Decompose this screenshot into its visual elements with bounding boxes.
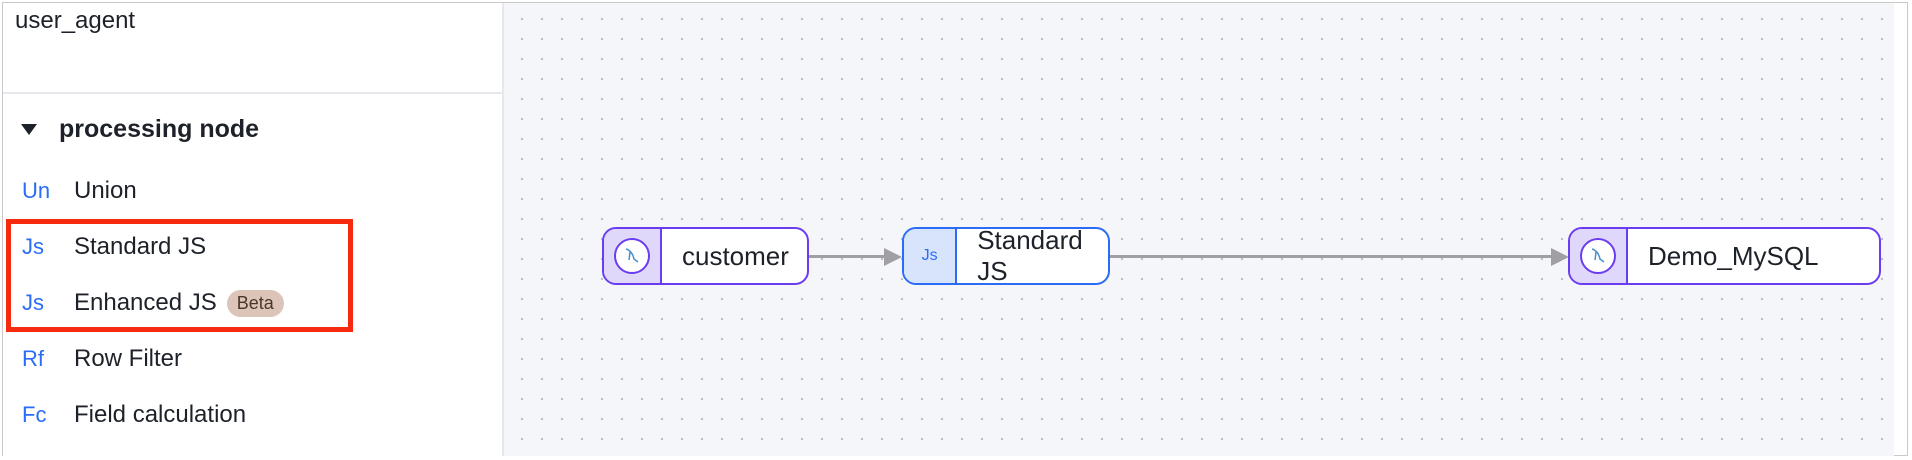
item-label: Field calculation [74, 401, 247, 428]
field-calc-icon: Fc [22, 402, 47, 427]
edge-customer-to-js [809, 255, 885, 258]
item-label: Union [74, 177, 137, 204]
palette-item-field-calculation[interactable]: Fc Field calculation [22, 395, 246, 435]
item-label: Enhanced JS [74, 289, 217, 316]
node-demo-mysql[interactable]: Demo_MySQL [1568, 227, 1881, 285]
node-palette-sidebar: user_agent processing node Un Union Js Sta… [3, 3, 504, 456]
node-label: Standard JS [977, 227, 1083, 285]
arrowhead-icon [1551, 248, 1569, 266]
caret-down-icon [21, 124, 37, 135]
mysql-dolphin-icon [1580, 238, 1616, 274]
node-standard-js[interactable]: Js Standard JS [902, 227, 1110, 285]
js-icon: Js [22, 234, 44, 259]
field-display: user_agent [3, 3, 502, 94]
union-icon: Un [22, 178, 51, 203]
node-customer[interactable]: customer [602, 227, 809, 285]
edge-js-to-demo [1110, 255, 1552, 258]
beta-badge: Beta [226, 289, 284, 317]
item-label: Row Filter [74, 345, 183, 372]
highlight-box [6, 219, 353, 332]
js-icon: Js [904, 229, 958, 283]
group-processing-node[interactable]: processing node [21, 115, 259, 144]
node-label: customer [682, 240, 789, 271]
group-label: processing node [59, 115, 260, 143]
row-filter-icon: Rf [22, 346, 44, 371]
palette-item-standard-js[interactable]: Js Standard JS [22, 227, 206, 267]
palette-item-union[interactable]: Un Union [22, 171, 137, 211]
palette-item-enhanced-js[interactable]: Js Enhanced JS Beta [22, 283, 284, 323]
node-label: Demo_MySQL [1648, 240, 1819, 271]
field-name: user_agent [15, 7, 136, 34]
palette-item-row-filter[interactable]: Rf Row Filter [22, 339, 182, 379]
arrowhead-icon [884, 248, 902, 266]
mysql-dolphin-icon [614, 238, 650, 274]
item-label: Standard JS [74, 233, 207, 260]
js-icon: Js [22, 290, 44, 315]
